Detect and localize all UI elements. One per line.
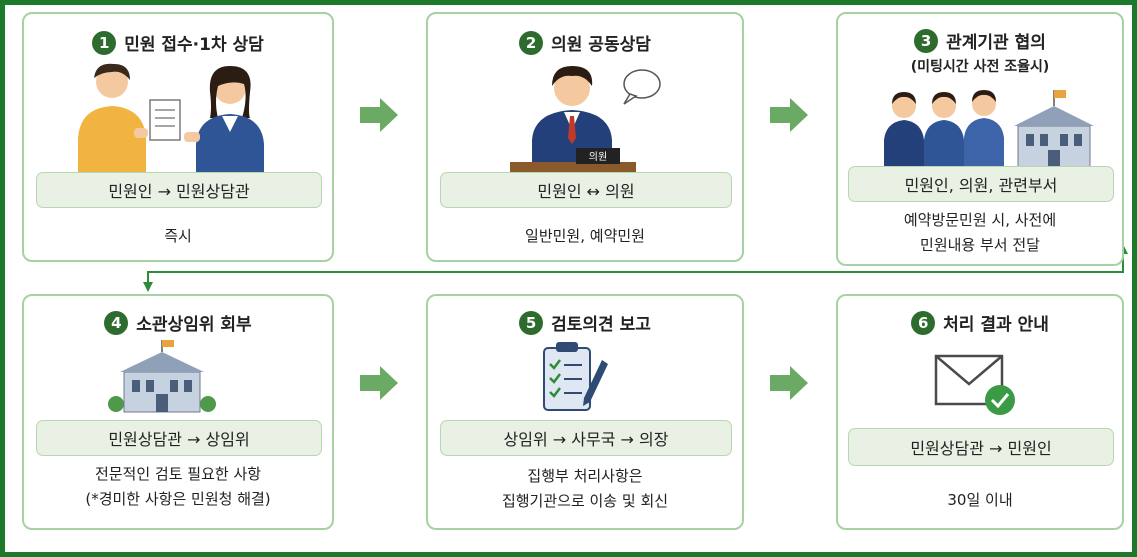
step-2-title-text: 의원 공동상담 (551, 35, 651, 55)
step-2-card: 2 의원 공동상담 의원 민원인 ↔ 의원 일반민원, 예약민원 (426, 12, 744, 262)
step-2-note-line-1: 일반민원, 예약민원 (525, 227, 645, 245)
step-5-number: 5 (519, 310, 544, 335)
step-6-flow-bar: 민원상담관 → 민원인 (848, 428, 1114, 466)
step-3-subtitle: (미팅시간 사전 조율시) (910, 59, 1050, 75)
step-4-title: 4 소관상임위 회부 (24, 310, 332, 335)
step-3-flow-bar: 민원인, 의원, 관련부서 (848, 166, 1114, 202)
step-4-flow-bar: 민원상담관 → 상임위 (36, 420, 322, 456)
step-3-title: 3 관계기관 협의 (838, 28, 1122, 53)
flow-arrow-4-to-5 (360, 366, 398, 400)
nameplate-label: 의원 (589, 151, 607, 163)
step-3-card: 3 관계기관 협의 (미팅시간 사전 조율시) 민원인, 의원, 관련 (836, 12, 1124, 266)
step-4-note: 전문적인 검토 필요한 사항 (*경미한 사항은 민원청 해결) (24, 462, 332, 512)
step-1-flow-bar: 민원인 → 민원상담관 (36, 172, 322, 208)
step-2-note: 일반민원, 예약민원 (428, 224, 742, 249)
step-1-number: 1 (92, 30, 117, 55)
step-1-note: 즉시 (24, 224, 332, 249)
step-6-note-line-1: 30일 이내 (947, 491, 1013, 509)
step-1-title: 1 민원 접수·1차 상담 (24, 30, 332, 55)
step-3-note-line-2: 민원내용 부서 전달 (920, 236, 1040, 254)
step-6-number: 6 (911, 310, 936, 335)
step-3-title-text: 관계기관 협의 (946, 33, 1046, 53)
flow-arrow-5-to-6 (770, 366, 808, 400)
step-6-card: 6 처리 결과 안내 민원상담관 → 민원인 30일 이내 (836, 294, 1124, 530)
flow-arrow-1-to-2 (360, 98, 398, 132)
step-4-title-text: 소관상임위 회부 (136, 315, 252, 335)
step-1-title-text: 민원 접수·1차 상담 (124, 35, 264, 55)
flow-arrow-2-to-3 (770, 98, 808, 132)
step-2-title: 2 의원 공동상담 (428, 30, 742, 55)
step-1-note-line-1: 즉시 (164, 227, 192, 245)
envelope-check-icon (934, 354, 1015, 415)
step-2-number: 2 (519, 30, 544, 55)
step-5-note-line-1: 집행부 처리사항은 (527, 467, 643, 485)
step-1-card: 1 민원 접수·1차 상담 민원인 → 민원상담관 즉시 (22, 12, 334, 262)
clipboard-checklist-icon (543, 342, 608, 411)
step-6-note: 30일 이내 (838, 488, 1122, 513)
step-5-title: 5 검토의견 보고 (428, 310, 742, 335)
step-5-note: 집행부 처리사항은 집행기관으로 이송 및 회신 (428, 464, 742, 514)
step-3-note-line-1: 예약방문민원 시, 사전에 (903, 211, 1057, 229)
step-3-note: 예약방문민원 시, 사전에 민원내용 부서 전달 (838, 208, 1122, 258)
step-4-note-line-1: 전문적인 검토 필요한 사항 (94, 465, 262, 483)
council-member-icon: 의원 (510, 66, 661, 176)
consultation-people-icon (78, 63, 264, 176)
step-4-number: 4 (104, 310, 129, 335)
government-building-icon (108, 340, 216, 413)
step-5-title-text: 검토의견 보고 (551, 315, 651, 335)
step-4-note-line-2: (*경미한 사항은 민원청 해결) (85, 490, 271, 508)
step-5-flow-bar: 상임위 → 사무국 → 의장 (440, 420, 732, 456)
step-5-card: 5 검토의견 보고 상임위 → 사무국 → 의장 집행부 처리사항은 집행기관으… (426, 294, 744, 530)
officials-building-icon (884, 90, 1094, 168)
step-6-title-text: 처리 결과 안내 (943, 315, 1049, 335)
step-5-note-line-2: 집행기관으로 이송 및 회신 (501, 492, 669, 510)
step-3-number: 3 (914, 28, 939, 53)
step-4-card: 4 소관상임위 회부 민원상담관 → 상임위 전문적인 검토 필요한 사항 (*… (22, 294, 334, 530)
step-2-flow-bar: 민원인 ↔ 의원 (440, 172, 732, 208)
step-6-title: 6 처리 결과 안내 (838, 310, 1122, 335)
